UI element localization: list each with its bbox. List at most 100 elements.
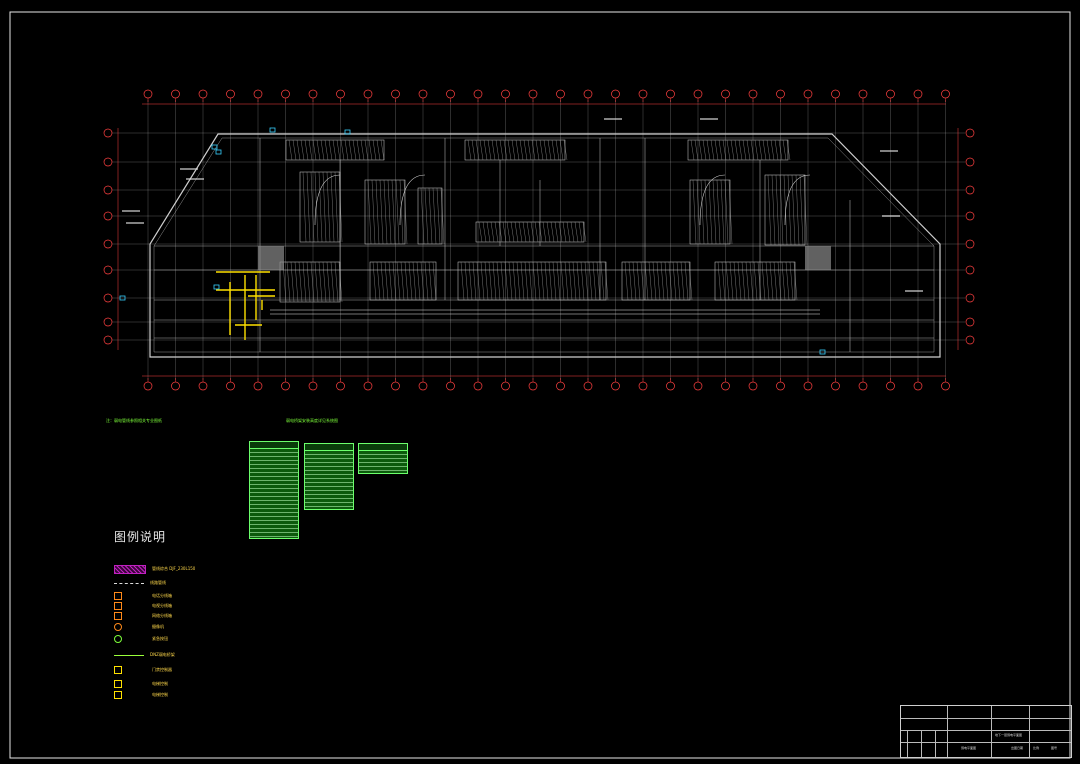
parking-stall-line <box>424 187 429 245</box>
axis-bubble <box>965 157 975 167</box>
parking-stall-line <box>680 261 685 301</box>
parking-stall-line <box>367 179 372 245</box>
parking-stall-line <box>332 139 337 161</box>
equipment-room <box>258 246 284 270</box>
parking-stall-line <box>512 261 517 301</box>
parking-block <box>369 261 437 301</box>
table-row <box>250 529 298 533</box>
annotation-text <box>180 168 198 170</box>
axis-bubbles <box>103 89 975 391</box>
parking-stall-line <box>676 261 681 301</box>
parking-stall-line <box>718 139 723 161</box>
parking-stall-line <box>487 139 492 161</box>
axis-bubble <box>965 317 975 327</box>
parking-stall-line <box>338 171 343 243</box>
axis-bubble <box>666 89 675 99</box>
parking-stall-line <box>467 139 472 161</box>
annotation-text <box>880 150 898 152</box>
parking-stall-line <box>294 261 299 303</box>
table-row <box>250 469 298 473</box>
parking-stall-line <box>330 171 335 243</box>
parking-stall-line <box>722 139 727 161</box>
parking-stall-line <box>698 139 703 161</box>
parking-stall-line <box>726 139 731 161</box>
title-block-scale: 比例 <box>1033 746 1040 750</box>
parking-stall-line <box>290 261 295 303</box>
legend-symbol-hatch-magenta <box>114 564 146 574</box>
parking-stall-line <box>714 139 719 161</box>
parking-stall-line <box>708 179 713 245</box>
parking-stall-line <box>515 139 520 161</box>
parking-stall-line <box>356 139 361 161</box>
parking-stall-line <box>791 174 796 246</box>
parking-stall-line <box>324 139 329 161</box>
axis-bubble <box>638 381 648 391</box>
parking-stall-line <box>749 261 754 301</box>
table-row <box>250 449 298 453</box>
parking-stall-line <box>548 261 553 301</box>
parking-stall-line <box>308 139 313 161</box>
axis-bubble <box>103 317 113 327</box>
parking-block <box>299 171 341 243</box>
parking-stall-line <box>767 174 772 246</box>
axis-bubble <box>528 381 538 391</box>
annotation-text <box>905 290 923 292</box>
parking-stall-line <box>778 139 783 161</box>
parking-stall-line <box>428 261 433 301</box>
table-row <box>250 525 298 529</box>
device-mark <box>119 295 126 301</box>
parking-stall-line <box>375 179 380 245</box>
axis-bubble <box>103 128 113 138</box>
legend-item: 网络分线箱 <box>114 610 172 622</box>
axis-bubble <box>831 381 840 391</box>
axis-bubble <box>363 89 373 99</box>
parking-stall-line <box>475 139 480 161</box>
parking-stall-line <box>408 261 413 301</box>
axis-bubble <box>913 381 923 391</box>
table-row <box>305 487 353 491</box>
axis-bubble <box>391 381 400 391</box>
parking-stall-line <box>761 261 766 301</box>
parking-stall-line <box>690 139 695 161</box>
table-row <box>250 477 298 481</box>
axis-bubble <box>103 335 113 345</box>
axis-bubble <box>226 89 235 99</box>
parking-stall-line <box>424 261 429 301</box>
axis-bubble <box>965 185 975 195</box>
device-mark <box>344 129 351 135</box>
parking-stall-line <box>551 139 556 161</box>
parking-stall-line <box>787 174 792 246</box>
parking-stall-line <box>396 261 401 301</box>
parking-stall-line <box>704 179 709 245</box>
parking-stall-line <box>572 261 577 301</box>
axis-bubble <box>693 89 703 99</box>
legend-symbol-circle-orange <box>114 623 122 631</box>
parking-stall-line <box>753 261 758 301</box>
table-row <box>250 481 298 485</box>
axis-bubble <box>253 89 263 99</box>
parking-stall-line <box>364 139 369 161</box>
table-row <box>305 479 353 483</box>
axis-bubble <box>666 381 675 391</box>
axis-bubble <box>776 381 785 391</box>
parking-stall-line <box>306 261 311 303</box>
parking-stall-line <box>734 139 739 161</box>
parking-stall-line <box>604 261 609 301</box>
parking-stall-line <box>712 179 717 245</box>
parking-stall-line <box>322 261 327 303</box>
title-block-number: 图号 <box>1051 746 1058 750</box>
axis-bubble <box>501 89 510 99</box>
parking-stall-line <box>328 139 333 161</box>
parking-stall-line <box>440 187 445 245</box>
parking-stall-line <box>286 261 291 303</box>
legend-symbol-circle-green <box>114 635 122 643</box>
parking-stall-line <box>384 261 389 301</box>
parking-stall-line <box>352 139 357 161</box>
annotation-text <box>700 118 718 120</box>
table-row <box>359 467 407 471</box>
parking-stall-line <box>312 139 317 161</box>
table-row <box>250 453 298 457</box>
parking-stall-line <box>554 221 559 243</box>
parking-stall-line <box>745 261 750 301</box>
parking-stall-line <box>526 221 531 243</box>
